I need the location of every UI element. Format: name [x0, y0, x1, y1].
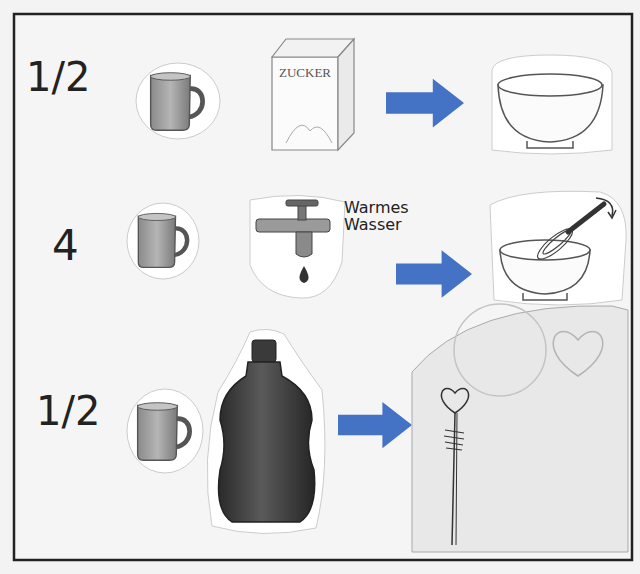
tap-pipe	[256, 219, 330, 232]
quantity-number: 4	[52, 224, 92, 268]
paper-sheet	[412, 306, 628, 552]
wand-stick	[456, 413, 457, 545]
quantity-number: 1/2	[36, 390, 116, 432]
whisk-handle	[568, 204, 604, 232]
soap-bubble	[454, 304, 546, 396]
package-label: ZUCKER	[272, 65, 338, 81]
block-arrow	[338, 402, 412, 448]
bottle-cap	[252, 340, 276, 362]
package-front	[272, 57, 338, 150]
cutout	[127, 389, 203, 473]
cutout	[207, 329, 325, 533]
quantity-number: 1/2	[26, 56, 106, 98]
cup	[138, 213, 187, 267]
frame	[14, 14, 632, 560]
wand-stick	[452, 413, 455, 545]
cup	[138, 403, 190, 461]
bowl-foot	[523, 293, 567, 300]
sugar-heap	[286, 125, 332, 143]
stir-mark	[596, 198, 613, 216]
sugar-package: ZUCKER	[268, 35, 358, 153]
cutout	[490, 191, 626, 305]
cutout	[492, 55, 612, 154]
cup	[151, 73, 203, 131]
wand-loop	[441, 389, 468, 413]
stir-mark	[608, 210, 616, 218]
wand-wrap	[444, 430, 464, 450]
ingredient-note: Warmes Wasser	[344, 200, 422, 234]
package-outline	[268, 35, 358, 153]
cutout	[136, 63, 220, 139]
cutout	[250, 195, 345, 298]
block-arrow	[396, 250, 472, 298]
block-arrow	[386, 79, 464, 128]
package-side	[338, 39, 354, 150]
tap-handle	[286, 200, 318, 206]
bowl-rim	[498, 74, 602, 96]
water-drop	[300, 266, 309, 283]
tap-spout	[296, 232, 312, 257]
bowl-foot	[527, 141, 573, 148]
heart-bubble	[553, 332, 603, 376]
whisk	[534, 198, 616, 264]
cutout	[127, 203, 199, 279]
detergent-bottle	[219, 362, 315, 522]
